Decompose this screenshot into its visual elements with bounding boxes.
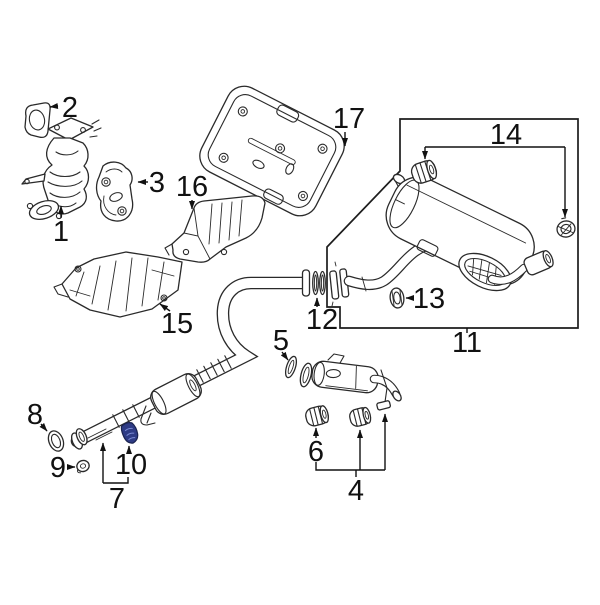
part-17-heat-shield-panel[interactable] — [194, 80, 351, 222]
callout-2[interactable]: 2 — [49, 92, 78, 124]
callout-16[interactable]: 16 — [176, 171, 208, 210]
part-2-manifold-gasket[interactable] — [24, 102, 51, 139]
part-3-heat-shield-bracket[interactable] — [95, 161, 134, 222]
callout-6[interactable]: 6 — [308, 427, 324, 468]
callout-12[interactable]: 12 — [306, 297, 338, 336]
part-9-fastener-nut[interactable] — [75, 459, 90, 474]
callout-11-label[interactable]: 11 — [452, 327, 482, 359]
callout-7[interactable]: 7 — [100, 442, 129, 515]
callout-17-label[interactable]: 17 — [333, 103, 365, 135]
callout-15[interactable]: 15 — [159, 303, 193, 340]
callout-1-label[interactable]: 1 — [53, 216, 69, 248]
callout-10-label[interactable]: 10 — [115, 449, 147, 481]
callout-5-label[interactable]: 5 — [273, 325, 289, 357]
part-13-hanger-insulator[interactable] — [389, 287, 405, 309]
front-pipe-assembly[interactable] — [298, 353, 403, 411]
callout-10[interactable]: 10 — [115, 445, 147, 481]
callout-4-label[interactable]: 4 — [348, 475, 364, 507]
callout-6-label[interactable]: 6 — [308, 436, 324, 468]
callout-3-label[interactable]: 3 — [149, 167, 165, 199]
callout-8-label[interactable]: 8 — [27, 399, 43, 431]
callout-13-label[interactable]: 13 — [413, 283, 445, 315]
callout-3[interactable]: 3 — [137, 167, 165, 199]
callout-14[interactable]: 14 — [422, 119, 568, 218]
part-12-gasket-rings[interactable] — [312, 270, 326, 296]
callout-11[interactable]: 11 — [452, 327, 482, 359]
part-14-hanger-grommets[interactable] — [409, 159, 576, 239]
part-11-muffler-assembly[interactable] — [329, 168, 556, 307]
callout-4[interactable]: 4 — [315, 413, 388, 507]
callout-17[interactable]: 17 — [333, 103, 365, 147]
part-6-hanger-grommet[interactable] — [304, 405, 330, 428]
callout-16-label[interactable]: 16 — [176, 171, 208, 203]
part-5-gasket-ring[interactable] — [283, 355, 298, 379]
part-1-exhaust-manifold[interactable] — [21, 117, 102, 223]
callout-12-label[interactable]: 12 — [306, 304, 338, 336]
callout-5[interactable]: 5 — [273, 325, 289, 361]
callout-1[interactable]: 1 — [53, 205, 69, 248]
muffler-assembly-box — [326, 118, 579, 329]
callout-9-label[interactable]: 9 — [50, 452, 66, 484]
callout-13[interactable]: 13 — [405, 283, 445, 315]
part-16-heat-shield[interactable] — [164, 195, 266, 263]
callout-15-label[interactable]: 15 — [161, 308, 193, 340]
part-10-hanger-insulator-highlighted[interactable] — [120, 421, 140, 445]
callout-7-label[interactable]: 7 — [109, 483, 125, 515]
callout-14-label[interactable]: 14 — [490, 119, 522, 151]
callout-9[interactable]: 9 — [50, 452, 76, 484]
part-4-hanger-grommet[interactable] — [348, 406, 372, 427]
callout-8[interactable]: 8 — [27, 399, 48, 432]
part-7-center-pipe[interactable] — [69, 269, 311, 451]
part-8-front-pipe-gasket[interactable] — [46, 429, 67, 454]
part-15-heat-shield[interactable] — [53, 251, 183, 318]
callout-2-label[interactable]: 2 — [62, 92, 78, 124]
